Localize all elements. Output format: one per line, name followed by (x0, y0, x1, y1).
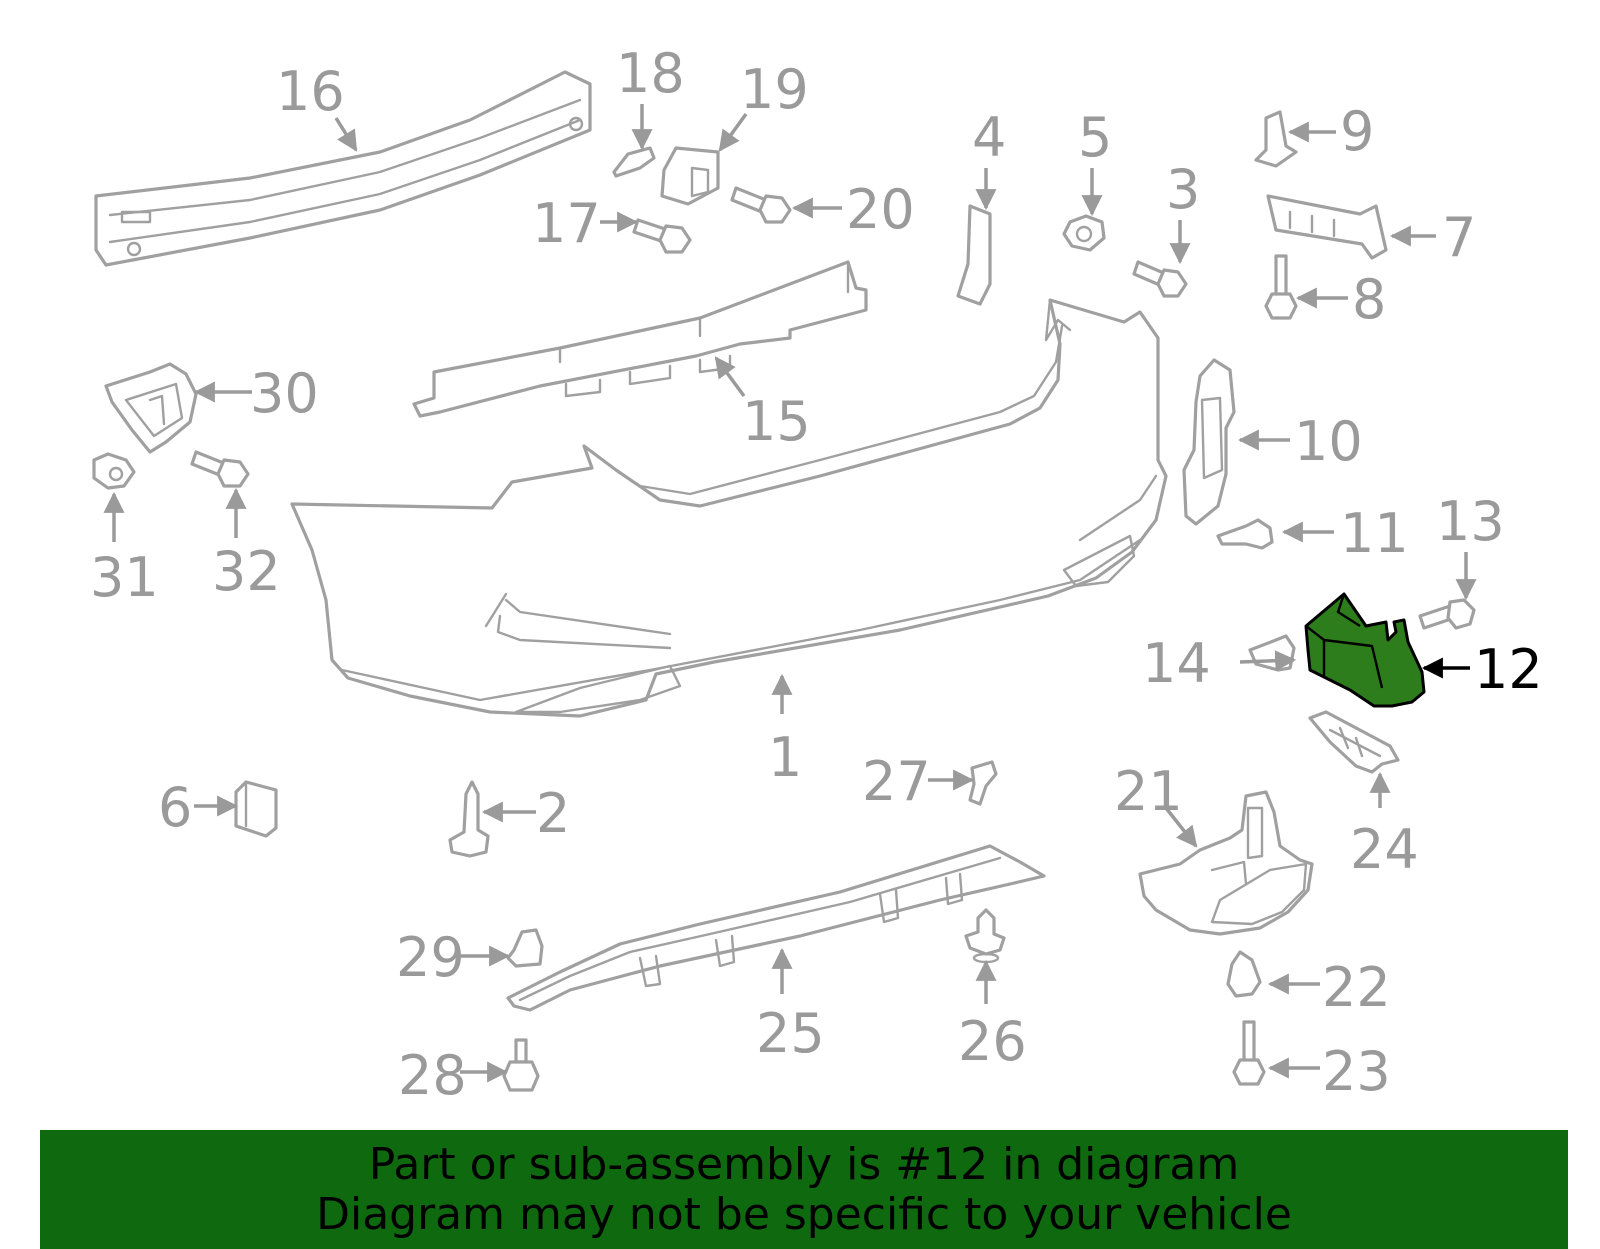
label-2: 2 (536, 782, 570, 845)
part-6-pad (234, 780, 278, 838)
part-4-strip (956, 204, 992, 306)
part-22-nut (1226, 950, 1262, 998)
label-7: 7 (1442, 206, 1476, 269)
part-12-bracket-highlighted (1304, 592, 1426, 708)
part-labels: 16 18 19 20 17 4 5 3 9 7 8 15 30 31 32 1… (90, 42, 1543, 1107)
part-2-clip (448, 780, 490, 858)
label-14: 14 (1142, 632, 1211, 695)
label-29: 29 (396, 926, 465, 989)
banner-line-part: Part or sub-assembly is #12 in diagram (368, 1139, 1240, 1190)
label-11: 11 (1340, 502, 1409, 565)
label-19: 19 (740, 58, 809, 121)
label-17: 17 (532, 192, 601, 255)
part-18-clip (612, 146, 656, 178)
part-14-clip (1248, 634, 1296, 672)
part-17-bolt (632, 218, 692, 254)
part-28-bolt (502, 1038, 540, 1092)
info-banner: Part or sub-assembly is #12 in diagram D… (40, 1130, 1568, 1249)
label-10: 10 (1294, 410, 1363, 473)
label-1: 1 (768, 726, 802, 789)
part-3-bolt (1132, 260, 1188, 298)
leader-lines (103, 104, 1477, 1083)
part-13-bolt (1418, 598, 1476, 630)
label-26: 26 (958, 1010, 1027, 1073)
label-9: 9 (1340, 100, 1374, 163)
label-16: 16 (276, 60, 345, 123)
label-4: 4 (972, 106, 1006, 169)
part-11-clip (1216, 518, 1274, 550)
label-20: 20 (846, 178, 915, 241)
part-16-reinforcement (94, 70, 592, 267)
label-24: 24 (1350, 818, 1419, 881)
part-30-bracket (104, 362, 198, 454)
part-27-clip (968, 760, 998, 806)
label-28: 28 (398, 1044, 467, 1107)
part-20-bolt (730, 186, 792, 224)
label-31: 31 (90, 546, 159, 609)
part-15-absorber (412, 260, 868, 418)
label-3: 3 (1166, 158, 1200, 221)
part-1-bumper-cover (290, 298, 1168, 718)
label-22: 22 (1322, 956, 1391, 1019)
label-27: 27 (862, 750, 931, 813)
label-32: 32 (212, 540, 281, 603)
label-30: 30 (250, 362, 319, 425)
part-8-bolt (1264, 254, 1298, 320)
label-12-highlighted: 12 (1474, 638, 1543, 701)
part-21-reflector-bracket (1138, 790, 1314, 936)
part-32-bolt (190, 450, 250, 488)
label-15: 15 (742, 390, 811, 453)
label-23: 23 (1322, 1040, 1391, 1103)
part-19-bracket (660, 146, 720, 206)
label-5: 5 (1078, 106, 1112, 169)
label-21: 21 (1114, 760, 1183, 823)
part-25-lower-cover (506, 844, 1046, 1012)
part-5-nut (1062, 214, 1106, 252)
label-18: 18 (616, 42, 685, 105)
label-13: 13 (1436, 490, 1505, 553)
label-6: 6 (158, 776, 192, 839)
part-7-retainer (1266, 194, 1388, 260)
part-23-bolt (1232, 1020, 1266, 1086)
part-29-nut (506, 928, 544, 968)
part-26-clip (964, 908, 1006, 964)
part-10-bracket (1182, 358, 1236, 526)
label-25: 25 (756, 1002, 825, 1065)
part-24-bracket (1308, 710, 1400, 774)
part-9-clip (1254, 110, 1298, 168)
label-8: 8 (1352, 268, 1386, 331)
banner-line-disclaimer: Diagram may not be specific to your vehi… (316, 1189, 1292, 1240)
part-31-clip (92, 452, 136, 490)
